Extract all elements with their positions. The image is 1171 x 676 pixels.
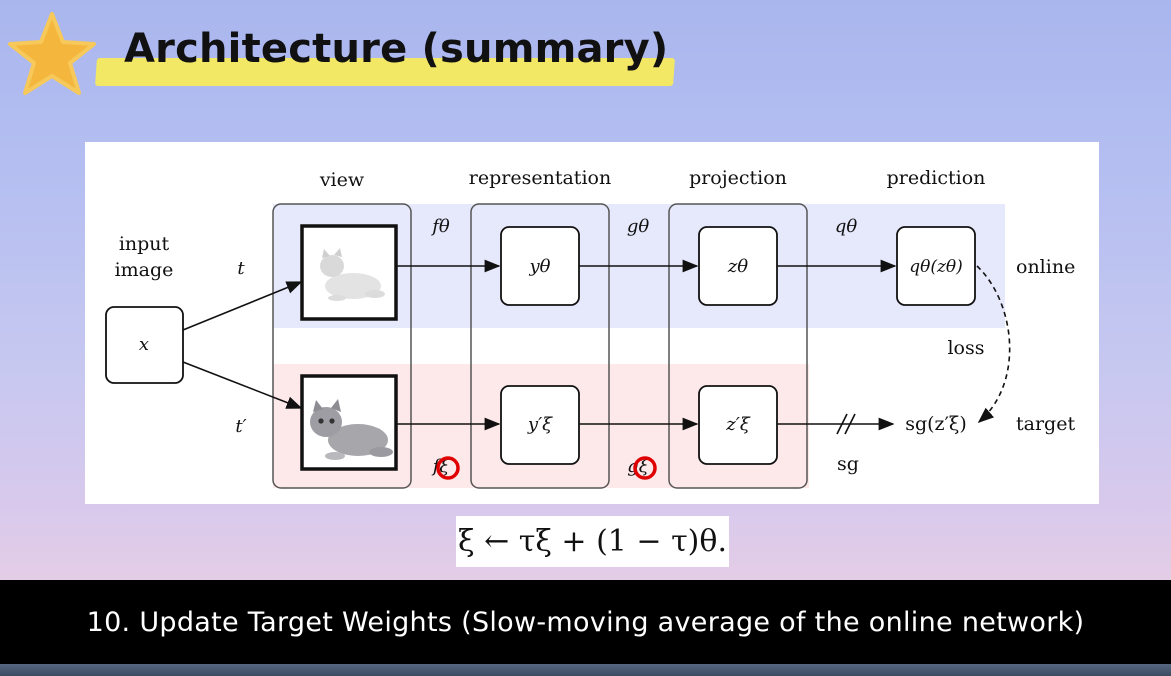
augmentation-arrow-online — [182, 281, 303, 331]
aug-online-label: t — [237, 258, 245, 279]
y-online-label: yθ — [528, 256, 550, 277]
diagram-canvas: view representation projection predictio… — [105, 167, 1075, 489]
ema-update-formula: ξ ← τξ + (1 − τ)θ. — [456, 516, 729, 567]
projector-online-label: gθ — [627, 216, 650, 237]
loss-label: loss — [947, 337, 984, 359]
cat-image-target — [300, 374, 398, 471]
projection-column — [668, 203, 808, 489]
z-online-label: zθ — [727, 256, 748, 277]
encoder-online-label: fθ — [430, 216, 450, 237]
predictor-online-label: qθ — [835, 216, 858, 237]
sg-label: sg — [837, 453, 859, 475]
representation-column — [470, 203, 610, 489]
y-online-node — [500, 226, 580, 306]
architecture-diagram: view representation projection predictio… — [85, 142, 1099, 504]
input-label-line1: input — [119, 233, 170, 255]
y-target-node — [500, 385, 580, 465]
slide-title: Architecture (summary) — [124, 26, 669, 72]
aug-target-label: t′ — [235, 416, 246, 437]
augmentation-arrow-target — [182, 361, 303, 409]
encoder-target-label: fξ — [431, 456, 451, 477]
z-target-label: z′ξ — [725, 414, 751, 435]
projector-target-label: gξ — [627, 456, 650, 477]
loss-arrow — [976, 265, 1011, 424]
stop-gradient-mark-2 — [844, 413, 856, 435]
sg-output-label: sg(z′ξ) — [905, 413, 967, 435]
y-target-label: y′ξ — [527, 414, 553, 435]
projector-target-highlight — [633, 456, 657, 480]
online-label: online — [1016, 256, 1075, 278]
z-online-node — [698, 226, 778, 306]
input-node — [105, 306, 184, 384]
q-output-node — [896, 226, 976, 306]
stage-label-view: view — [319, 169, 365, 191]
view-column — [272, 203, 412, 489]
target-label: target — [1016, 413, 1075, 435]
input-node-label: x — [139, 334, 149, 355]
cat-image-online — [300, 224, 398, 321]
caption-bar: 10. Update Target Weights (Slow-moving a… — [0, 580, 1171, 664]
stage-label-representation: representation — [469, 167, 611, 189]
q-output-label: qθ(zθ) — [909, 257, 963, 277]
input-label-line2: image — [115, 259, 174, 281]
star-icon — [8, 12, 96, 95]
stage-label-prediction: prediction — [887, 167, 986, 189]
stop-gradient-mark-1 — [836, 413, 848, 435]
caption-text: 10. Update Target Weights (Slow-moving a… — [86, 606, 1085, 638]
encoder-target-highlight — [436, 456, 460, 480]
z-target-node — [698, 385, 778, 465]
stage-label-projection: projection — [689, 167, 787, 189]
